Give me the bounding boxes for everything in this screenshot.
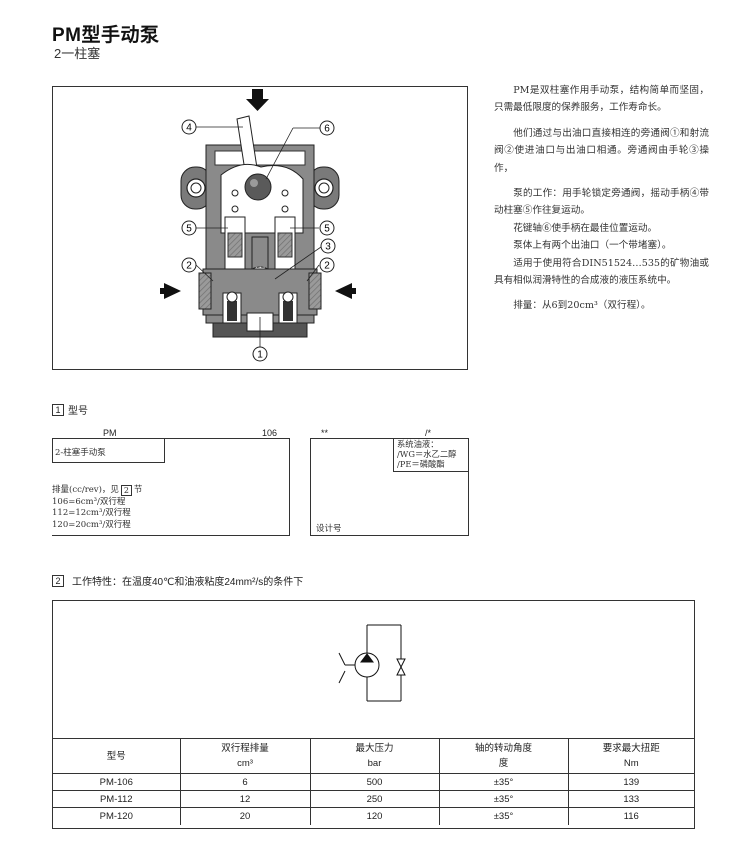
cell-angle: ±35°	[438, 790, 569, 808]
callout-5-left-label: 5	[186, 224, 192, 235]
displacement-legend: 排量(cc/rev)，见 2 节 106=6cm³/双行程 112=12cm³/…	[52, 485, 142, 531]
callout-3	[320, 238, 336, 254]
code-design: **	[321, 428, 329, 438]
cell-angle: ±35°	[438, 807, 569, 825]
fluid-wg: /WG＝水乙二醇	[397, 449, 457, 459]
pump-section-drawing: 4 6 5 5 2 3 2 1	[160, 89, 356, 362]
desc-paragraph-3: 泵的工作：用手轮锁定旁通阀，摇动手柄④带动柱塞⑤作往复运动。	[494, 188, 709, 217]
cell-pressure: 500	[309, 773, 440, 791]
page-subtitle: 2一柱塞	[54, 46, 101, 61]
code-line-main	[52, 438, 290, 439]
desc-paragraph-4: 花键轴⑥使手柄在最佳位置运动。	[513, 222, 658, 234]
callout-1	[252, 346, 268, 362]
characteristics-heading-label: 工作特性：在温度40℃和油液粘度24mm²/s的条件下	[72, 577, 304, 588]
callout-5-left	[181, 220, 197, 236]
header-angle: 轴的转动角度度	[438, 738, 569, 774]
design-bracket	[310, 438, 311, 536]
desc-paragraph-7: 排量：从6到20cm³（双行程）。	[513, 300, 651, 312]
table-row: PM-112 12 250 ±35° 133	[53, 790, 694, 808]
code-pm: PM	[103, 428, 117, 438]
desc-paragraph-6: 适用于使用符合DIN51524…535的矿物油或具有相似润滑特性的合成液的液压系…	[494, 257, 709, 287]
fluid-pe: /PE＝磷酸酯	[397, 459, 445, 469]
page-title: PM型手动泵	[52, 25, 160, 46]
section-number-2: 2	[52, 574, 64, 587]
callout-1-label: 1	[257, 350, 263, 361]
displacement-112: 112=12cm³/双行程	[52, 508, 131, 518]
code-bottom-line-left	[52, 535, 290, 536]
callout-6-label: 6	[324, 124, 330, 135]
callout-2-right	[319, 257, 335, 273]
inlet-arrow-icon	[246, 89, 269, 111]
displacement-bracket	[289, 438, 290, 536]
model-code-heading-label: 型号	[68, 406, 88, 417]
cell-displacement: 20	[179, 807, 311, 825]
description: PM是双柱塞作用手动泵，结构简单而坚固，只需最低限度的保养服务，工作寿命长。 他…	[494, 82, 709, 315]
pump-section-figure: 4 6 5 5 2 3 2 1	[52, 86, 468, 370]
callout-2-left	[181, 257, 197, 273]
code-bottom-line-right	[310, 535, 468, 536]
cell-torque: 133	[567, 790, 694, 808]
displacement-title-suffix: 节	[133, 485, 143, 495]
outlet-right-arrow-icon	[335, 283, 356, 299]
header-model: 型号	[53, 738, 181, 774]
desc-paragraph-2: 他们通过与出油口直接相连的旁通阀①和射流阀②使进油口与出油口相通。旁通阀由手轮③…	[494, 127, 709, 174]
callout-5-right-label: 5	[324, 224, 330, 235]
callout-6	[319, 120, 335, 136]
section-ref-2: 2	[120, 485, 132, 497]
model-code-heading: 1 型号	[52, 402, 88, 417]
cell-model: PM-120	[53, 807, 181, 825]
displacement-120: 120=20cm³/双行程	[52, 519, 131, 530]
desc-paragraph-5: 泵体上有两个出油口（一个带堵塞）。	[513, 240, 672, 252]
callout-4-label: 4	[186, 123, 192, 134]
cell-torque: 116	[567, 807, 694, 825]
code-right-border	[468, 438, 469, 536]
cell-angle: ±35°	[438, 773, 569, 791]
callout-3-label: 3	[325, 242, 331, 253]
design-label: 设计号	[316, 524, 342, 534]
code-line-right	[310, 438, 468, 439]
cell-model: PM-112	[53, 790, 181, 808]
outlet-left-arrow-icon	[160, 283, 181, 299]
code-displacement: 106	[262, 428, 278, 438]
callout-2-right-label: 2	[324, 261, 330, 272]
hydraulic-pump-symbol-icon	[338, 624, 406, 702]
fluid-title: 系统油液：	[397, 439, 439, 449]
pm-description-box: 2-柱塞手动泵	[52, 439, 165, 463]
desc-paragraph-1: PM是双柱塞作用手动泵，结构简单而坚固，只需最低限度的保养服务，工作寿命长。	[494, 85, 709, 114]
callout-4	[181, 119, 197, 135]
table-row: PM-106 6 500 ±35° 139	[53, 773, 694, 791]
section-number-1: 1	[52, 403, 64, 416]
displacement-title: 排量(cc/rev)，见	[52, 485, 119, 495]
cell-displacement: 6	[179, 773, 311, 791]
cell-torque: 139	[567, 773, 694, 791]
callout-5-right	[319, 220, 335, 236]
cell-model: PM-106	[53, 773, 181, 791]
callout-2-left-label: 2	[186, 261, 192, 272]
table-row: PM-120 20 120 ±35° 116	[53, 807, 694, 825]
cell-displacement: 12	[179, 790, 311, 808]
cell-pressure: 250	[309, 790, 440, 808]
fluid-box: 系统油液： /WG＝水乙二醇 /PE＝磷酸酯	[393, 438, 469, 472]
displacement-106: 106=6cm³/双行程	[52, 496, 126, 507]
cell-pressure: 120	[309, 807, 440, 825]
code-fluid: /*	[425, 428, 432, 438]
characteristics-heading: 2 工作特性：在温度40℃和油液粘度24mm²/s的条件下	[52, 573, 303, 588]
